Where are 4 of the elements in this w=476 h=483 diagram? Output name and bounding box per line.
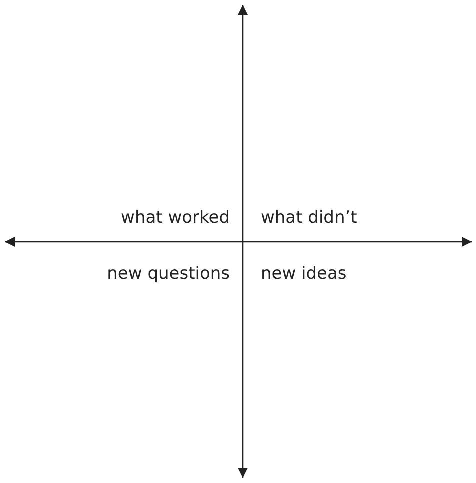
quadrant-label: new ideas (261, 264, 347, 284)
quadrant-label: new questions (107, 264, 230, 284)
quadrant-label: what worked (121, 208, 230, 228)
quadrant-label: what didn’t (261, 208, 358, 228)
